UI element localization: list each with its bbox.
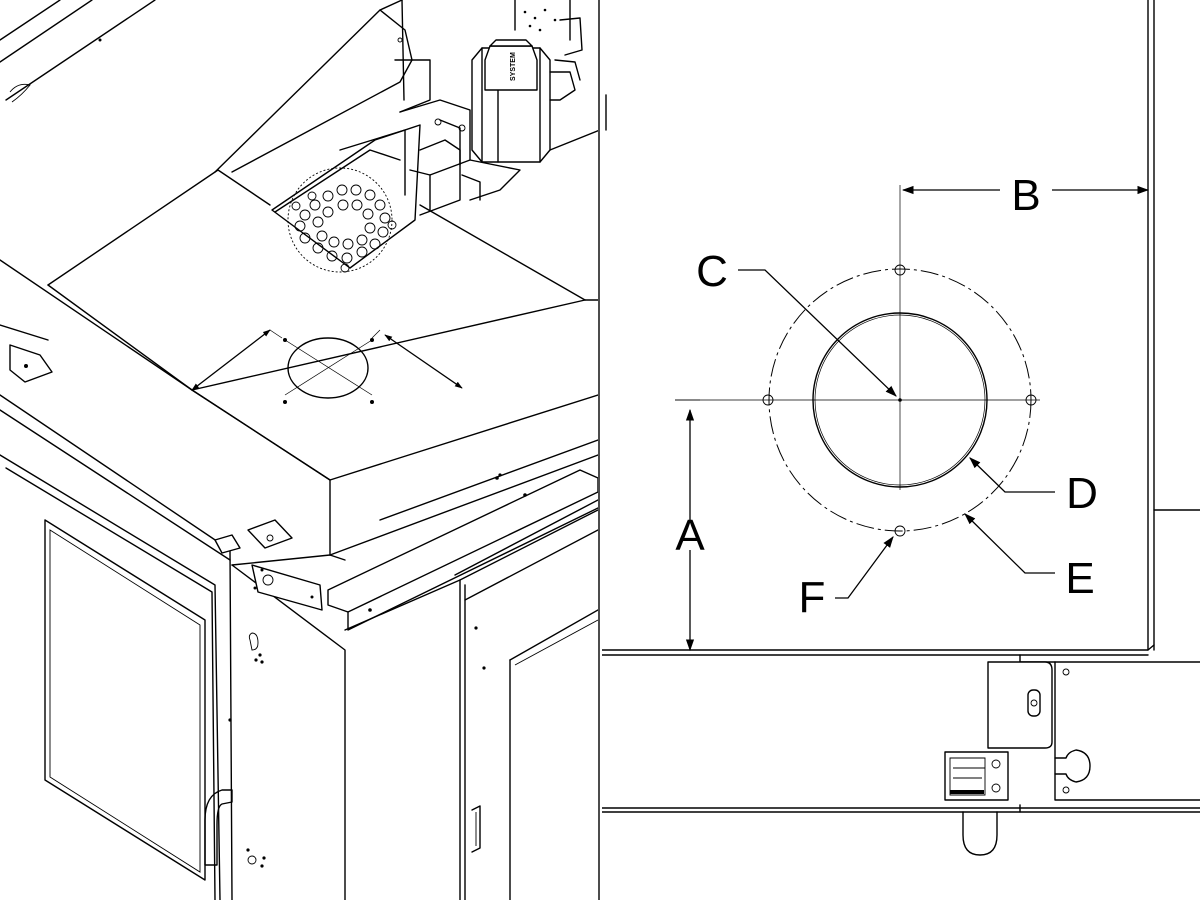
callout-a: A [675,511,705,560]
leader-c: C [696,247,897,397]
internal-frame [399,99,598,216]
cabinet-body [0,344,598,900]
isometric-view: SYSTEM [0,0,598,900]
motor-unit: SYSTEM [471,0,583,163]
fan-assembly [271,124,421,273]
angled-panel [214,0,431,173]
bolt-holes [762,264,1037,537]
right-door-handle[interactable] [471,805,481,853]
bolt-hole-left [762,394,774,406]
leader-d: D [969,457,1098,518]
vent-hole [287,337,369,399]
bolt-hole-bottom [894,525,906,537]
door-handle[interactable] [204,789,233,866]
center-lines [675,185,1040,490]
oven-window [44,519,206,881]
callout-f: F [799,573,826,622]
upper-left-panel [0,0,156,103]
callout-b: B [1011,171,1040,220]
motor-brand-label: SYSTEM [510,52,517,81]
bolt-circle [768,268,1032,532]
dimension-a: A [675,399,705,652]
leader-f: F [799,536,894,622]
dimension-b: B [901,171,1150,220]
top-view-detail: A B C D E F [602,0,1200,856]
hood-top [0,169,598,556]
plate-outline [602,0,1200,813]
callout-e: E [1065,554,1094,603]
center-point [898,398,902,402]
callout-c: C [696,247,728,296]
bolt-hole-top [894,264,906,276]
leader-e: E [964,513,1095,603]
duct-opening [812,312,988,488]
callout-d: D [1066,469,1098,518]
bolt-hole-right [1025,394,1037,406]
perforated-disc [287,167,397,273]
latch-hardware [944,661,1200,856]
